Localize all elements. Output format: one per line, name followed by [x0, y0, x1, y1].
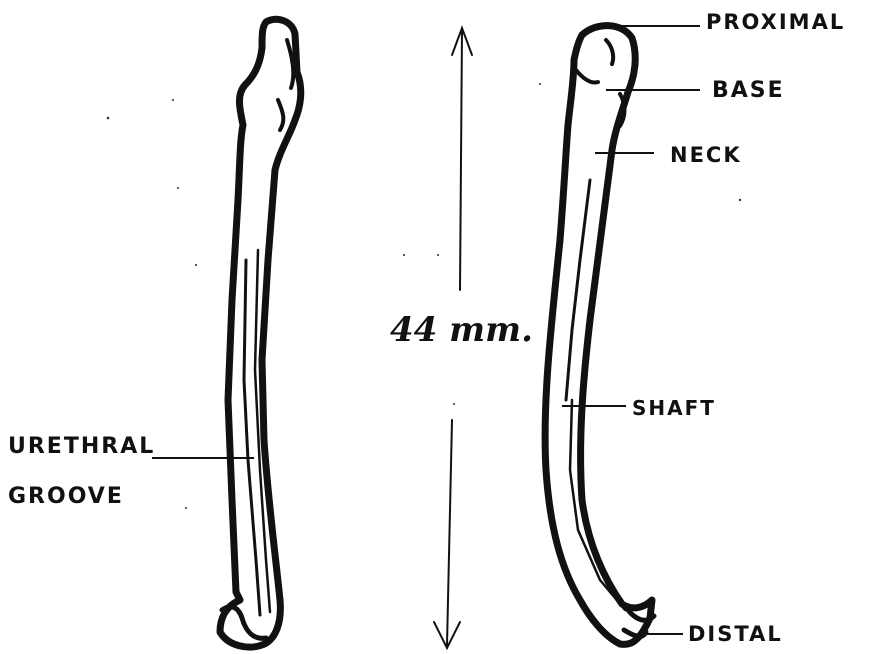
right-bone-outline	[545, 26, 652, 645]
scan-speckles	[107, 83, 742, 509]
left-bone-head-shading	[278, 40, 293, 130]
label-shaft: SHAFT	[632, 398, 716, 418]
label-neck: NECK	[670, 145, 742, 166]
length-arrow-lower-line	[447, 420, 452, 645]
label-distal: DISTAL	[688, 624, 783, 645]
label-urethral-groove: URETHRAL GROOVE	[8, 422, 155, 522]
right-bone-head-shading	[576, 40, 625, 126]
length-arrow-upper-line	[460, 30, 462, 290]
length-measurement: 44 mm.	[390, 313, 533, 347]
left-bone-outline	[220, 19, 301, 647]
right-bone-lateral-view	[545, 26, 654, 645]
label-base: BASE	[712, 80, 785, 102]
left-bone-ventral-view	[220, 19, 301, 647]
label-proximal: PROXIMAL	[706, 12, 845, 33]
